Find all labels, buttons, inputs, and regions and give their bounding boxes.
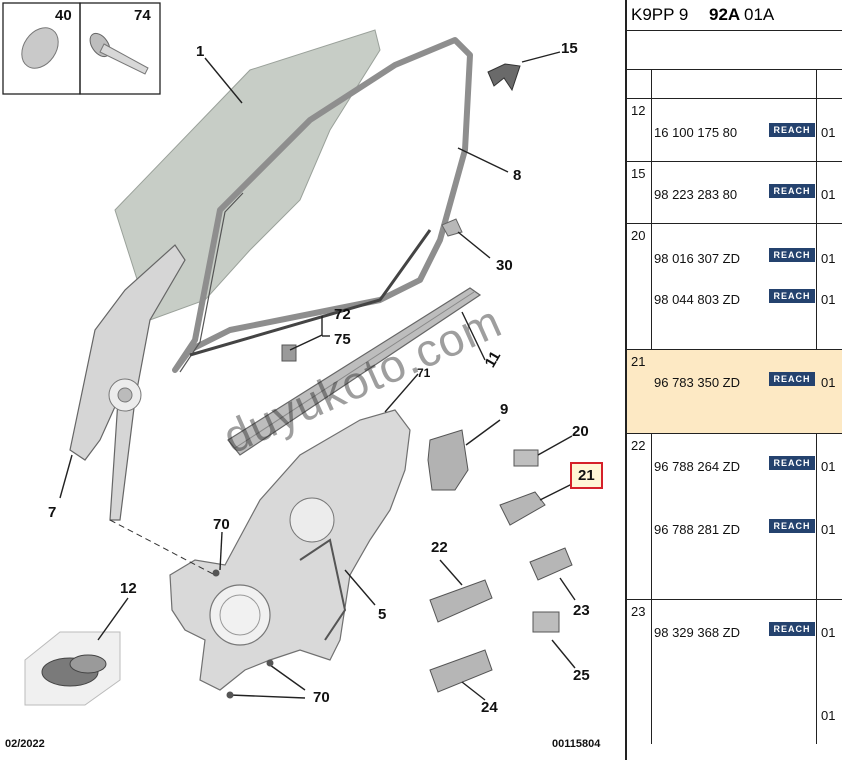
diagram-drawing <box>2 2 576 706</box>
quantity: 01 <box>821 375 836 390</box>
part-number[interactable]: 98 223 283 80 <box>654 187 738 202</box>
quantity: 01 <box>821 292 836 307</box>
callout-74[interactable]: 74 <box>134 7 151 24</box>
item-number: 20 <box>631 228 646 243</box>
callout-24[interactable]: 24 <box>481 699 498 716</box>
part-number[interactable]: 96 788 264 ZD <box>654 459 741 474</box>
connector-25-shape <box>532 611 560 633</box>
quantity: 01 <box>821 187 836 202</box>
item-number: 22 <box>631 438 646 453</box>
callout-7[interactable]: 7 <box>48 504 57 521</box>
callout-25[interactable]: 25 <box>573 667 590 684</box>
reach-badge: REACH <box>769 622 815 636</box>
callout-5[interactable]: 5 <box>378 606 387 623</box>
reach-badge: REACH <box>769 456 815 470</box>
motor-9-shape <box>427 429 469 491</box>
item-number: 15 <box>631 166 646 181</box>
connector-21-shape <box>499 491 546 526</box>
regulator-panel-5 <box>169 409 411 691</box>
part-15-shape <box>487 63 521 92</box>
parts-table: K9PP 9 92A 01A 12 16 100 175 80 REACH 01… <box>625 0 842 760</box>
part-number[interactable]: 96 783 350 ZD <box>654 375 741 390</box>
reach-badge: REACH <box>769 123 815 137</box>
part-number[interactable]: 98 016 307 ZD <box>654 251 741 266</box>
callout-30[interactable]: 30 <box>496 257 513 274</box>
connector-24-shape <box>429 649 493 693</box>
callout-72[interactable]: 72 <box>334 306 351 323</box>
part-30-shape <box>441 218 463 237</box>
callout-40[interactable]: 40 <box>55 7 72 24</box>
callout-21-selected[interactable]: 21 <box>570 462 603 489</box>
callout-9[interactable]: 9 <box>500 401 509 418</box>
reach-badge: REACH <box>769 184 815 198</box>
table-row[interactable]: 23 98 329 368 ZD REACH 01 01 <box>627 600 842 744</box>
frame-seal-8 <box>172 37 473 373</box>
reach-badge: REACH <box>769 289 815 303</box>
plug-40-shape <box>21 27 59 69</box>
ref-prefix: K9PP 9 <box>631 5 689 24</box>
connector-20-shape <box>513 449 539 467</box>
callout-75[interactable]: 75 <box>334 331 351 348</box>
part-number[interactable]: 98 329 368 ZD <box>654 625 741 640</box>
part-number[interactable]: 98 044 803 ZD <box>654 292 741 307</box>
diagram-reference: 00115804 <box>552 738 601 750</box>
table-row[interactable]: 15 98 223 283 80 REACH 01 <box>627 162 842 224</box>
part-number[interactable]: 16 100 175 80 <box>654 125 738 140</box>
connector-22-shape <box>429 579 493 623</box>
ref-suffix: 01A <box>744 5 775 24</box>
quantity: 01 <box>821 459 836 474</box>
callout-12[interactable]: 12 <box>120 580 137 597</box>
table-row[interactable]: 12 16 100 175 80 REACH 01 <box>627 98 842 162</box>
table-header: K9PP 9 92A 01A <box>627 0 842 31</box>
callout-23[interactable]: 23 <box>573 602 590 619</box>
callout-20[interactable]: 20 <box>572 423 589 440</box>
callout-70-lower[interactable]: 70 <box>313 689 330 706</box>
rivet-74-shape <box>89 32 149 75</box>
leader-lines <box>59 51 576 701</box>
item-number: 21 <box>631 354 646 369</box>
diagram-date: 02/2022 <box>5 738 45 750</box>
table-row-selected[interactable]: 21 96 783 350 ZD REACH 01 <box>627 350 842 434</box>
part-number[interactable]: 96 788 281 ZD <box>654 522 741 537</box>
table-row[interactable]: 20 98 016 307 ZD REACH 01 98 044 803 ZD … <box>627 224 842 350</box>
callout-22[interactable]: 22 <box>431 539 448 556</box>
connector-23-shape <box>529 547 573 581</box>
quantity: 01 <box>821 625 836 640</box>
callout-15[interactable]: 15 <box>561 40 578 57</box>
reach-badge: REACH <box>769 372 815 386</box>
callout-1[interactable]: 1 <box>196 43 205 60</box>
ref-bold: 92A <box>709 5 741 24</box>
window-glass-1 <box>114 29 381 321</box>
reach-badge: REACH <box>769 248 815 262</box>
quantity: 01 <box>821 125 836 140</box>
reach-badge: REACH <box>769 519 815 533</box>
callout-71[interactable]: 71 <box>417 366 431 380</box>
quantity: 01 <box>821 251 836 266</box>
inset-box-74 <box>79 2 161 95</box>
callout-8[interactable]: 8 <box>513 167 522 184</box>
item-number: 23 <box>631 604 646 619</box>
item-number: 12 <box>631 103 646 118</box>
table-row[interactable]: 22 96 788 264 ZD REACH 01 96 788 281 ZD … <box>627 434 842 600</box>
quantity: 01 <box>821 522 836 537</box>
table-subheader-row <box>627 30 842 70</box>
quantity: 01 <box>821 708 836 723</box>
callout-70-upper[interactable]: 70 <box>213 516 230 533</box>
exploded-parts-diagram: 40 74 1 15 8 30 72 75 11 71 9 20 21 7 70… <box>2 2 603 750</box>
